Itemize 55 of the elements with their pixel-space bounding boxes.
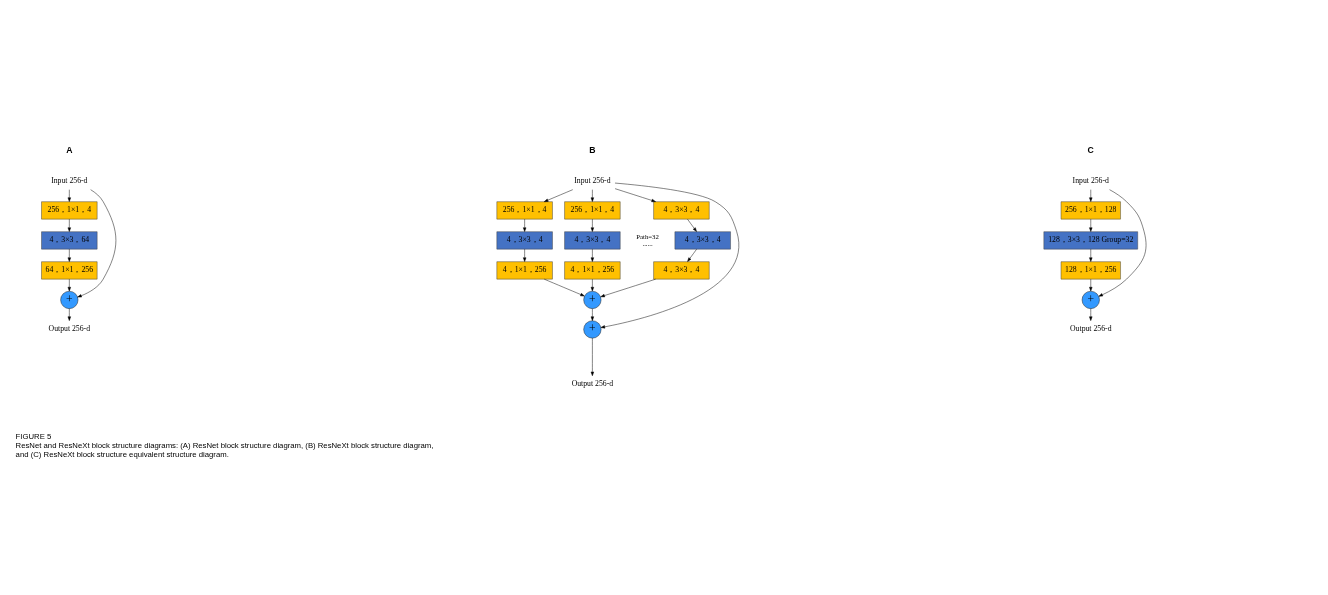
arrow [590,218,594,232]
arrow [590,248,594,262]
node-box: 256，1×1，4 [41,200,98,219]
node-circle: + [60,290,79,309]
arrow [1089,188,1093,202]
node-box: 4，1×1，256 [564,260,621,279]
arrow [590,188,594,202]
label: B [589,144,596,155]
arrow [77,188,117,297]
arrow [590,307,594,321]
arrow [544,278,585,296]
arrow [67,188,71,202]
node-text: Input 256-d [51,175,88,185]
arrow [67,218,71,232]
node-box: 4，3×3，4 [496,230,553,249]
arrow [1089,307,1093,321]
node-text: Input 256-d [574,175,611,185]
node-box: 256，1×1，128 [1060,200,1121,219]
node-text: Output 256-d [48,323,91,333]
arrow [1098,188,1147,297]
node-circle: + [583,290,602,309]
arrow [523,218,527,232]
arrow [687,248,697,262]
arrow [67,278,71,291]
arrow [67,248,71,262]
node-box: 128，1×1，256 [1060,260,1121,279]
diagram-title: FIGURE 5 [15,431,52,441]
node-box: 256，1×1，4 [564,200,621,219]
label: A [66,144,73,155]
arrow [67,307,71,321]
arrow [600,278,656,297]
arrow [687,218,697,232]
arrow [600,182,740,328]
caption: ResNet and ResNeXt block structure diagrams: (A) ResNet block structure diagram, (B) ResNeXt block structure diagram, and (C) ResNeXt block structure equivalent structure diagram. [15,440,434,459]
node-circle: + [583,320,602,338]
arrow [543,188,574,202]
label: C [1087,144,1094,155]
arrow [1089,218,1093,232]
node-box: 4，3×3，4 [653,260,710,279]
arrow [590,278,594,291]
arrow [523,248,527,262]
node-box: 128，3×3，128 Group=32 [1043,230,1138,249]
arrow [590,337,594,376]
node-box: 64，1×1，256 [41,260,98,279]
node-text: Output 256-d [571,378,614,388]
node-box: 4，3×3，4 [674,230,731,249]
arrow [1089,248,1093,262]
node-box: 4，1×1，256 [496,260,553,279]
arrow [614,187,656,202]
node-text: Output 256-d [1070,323,1112,333]
arrow [1089,278,1093,291]
node-box: 4，3×3，4 [564,230,621,249]
node-text: Input 256-d [1072,175,1109,185]
node-circle: + [1081,290,1100,309]
node-box: 4，3×3，64 [41,230,98,249]
